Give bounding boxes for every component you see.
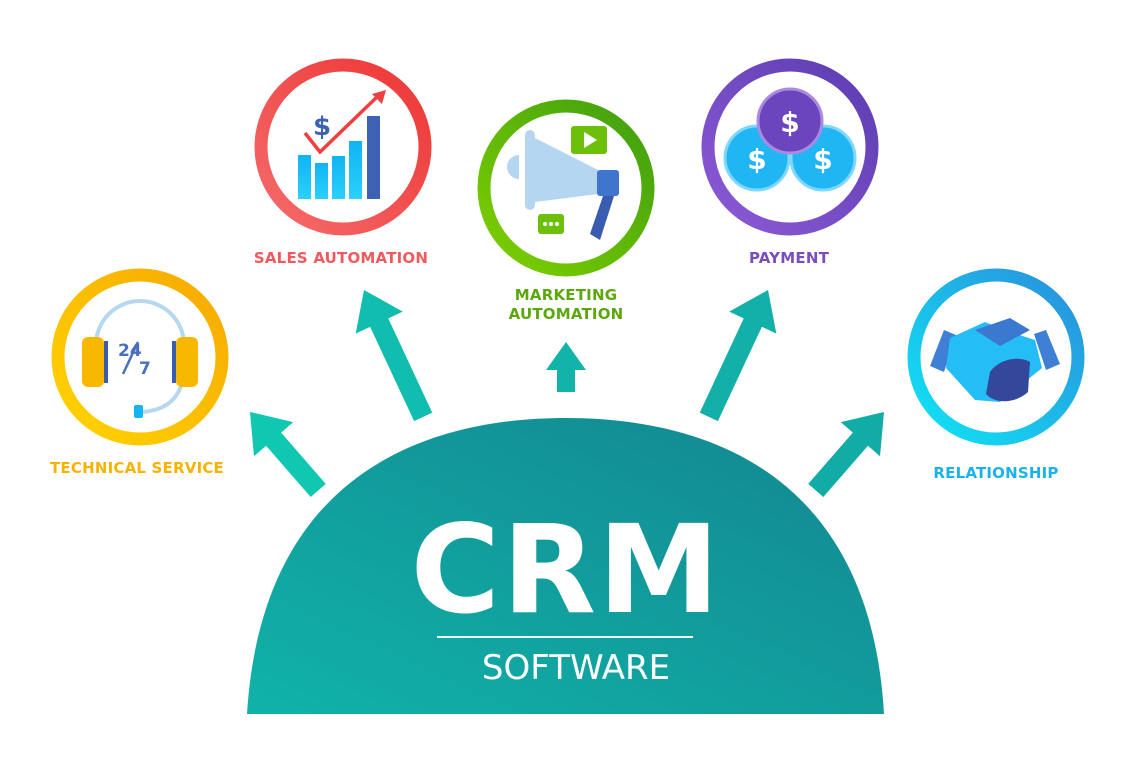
software-subtitle: SOFTWARE bbox=[481, 648, 671, 688]
days-text: 7 bbox=[139, 359, 151, 379]
megaphone-icon bbox=[507, 126, 619, 240]
headset-icon: 24 7 bbox=[82, 299, 198, 418]
arrow-technical-service bbox=[250, 412, 326, 498]
handshake-icon bbox=[930, 318, 1060, 402]
title-divider bbox=[437, 636, 693, 638]
relationship-label: RELATIONSHIP bbox=[933, 464, 1059, 482]
arrow-payment bbox=[699, 290, 777, 422]
relationship-node bbox=[907, 268, 1085, 446]
coin-dollar-left: $ bbox=[747, 143, 766, 176]
marketing-automation-label: MARKETING AUTOMATION bbox=[509, 286, 624, 324]
marketing-label-line1: MARKETING bbox=[514, 286, 618, 304]
crm-dome bbox=[247, 418, 884, 714]
sales-automation-node: $ bbox=[254, 58, 432, 236]
arrow-relationship bbox=[808, 412, 884, 498]
payment-label: PAYMENT bbox=[748, 249, 830, 267]
marketing-automation-node bbox=[477, 99, 655, 277]
dollar-text: $ bbox=[313, 112, 331, 142]
sales-automation-label: SALES AUTOMATION bbox=[253, 249, 429, 267]
coins-icon: $ $ $ bbox=[723, 87, 857, 192]
coin-dollar-right: $ bbox=[813, 143, 832, 176]
payment-node: $ $ $ bbox=[701, 58, 879, 236]
technical-service-label: TECHNICAL SERVICE bbox=[49, 459, 225, 477]
crm-title: CRM bbox=[410, 499, 722, 641]
sales-chart-icon: $ bbox=[298, 90, 386, 199]
arrow-sales-automation bbox=[355, 290, 433, 422]
arrow-marketing-automation bbox=[546, 342, 586, 392]
marketing-label-line2: AUTOMATION bbox=[508, 305, 624, 323]
coin-dollar-top: $ bbox=[780, 106, 799, 139]
technical-service-node: 24 7 bbox=[51, 268, 229, 446]
